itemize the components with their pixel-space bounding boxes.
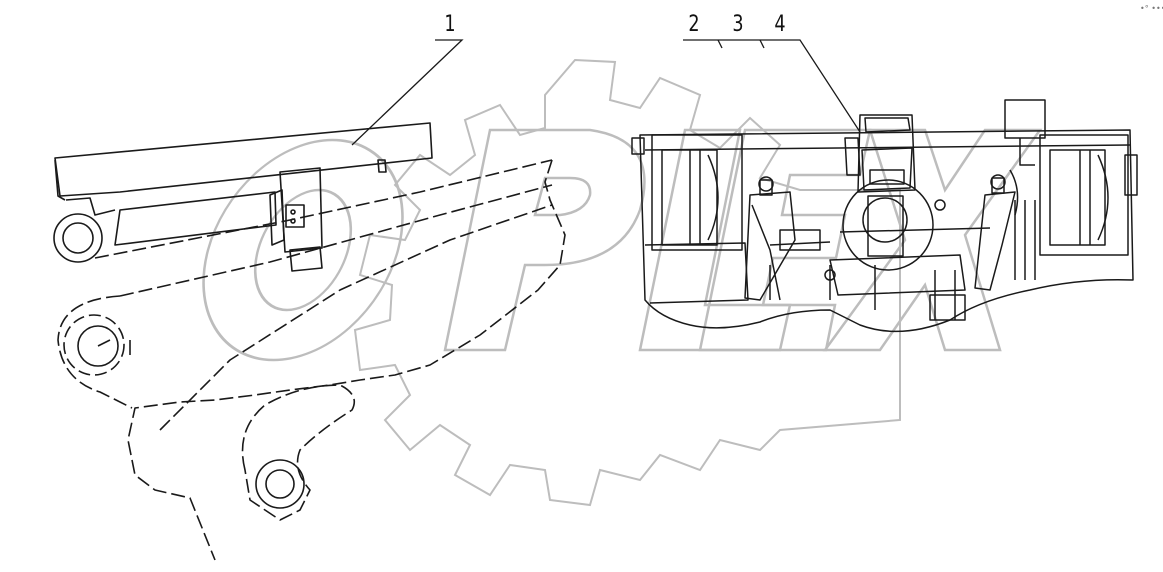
left-assembly [53,122,566,561]
central-bar [839,227,991,233]
cylinder-body [54,122,433,197]
lower-posts [769,265,956,320]
switch-top [864,117,911,133]
left-link [751,204,781,301]
cylinder-rod [114,191,277,246]
pivot-lower-inner [265,469,295,499]
leader-line-2-4 [683,39,861,133]
right-box [1004,99,1046,139]
right-bolt-detail [991,177,1005,194]
pivot-left-inner [77,325,119,367]
watermark-letter-o-inner [253,188,353,312]
lever-left-boss [57,295,133,409]
rod-eye-inner [62,222,94,254]
callout-4: 4 [774,12,786,37]
leader-tick-3 [759,39,765,49]
central-roller-body [867,195,904,257]
rod-eye-outer [53,213,103,263]
lever-top-line [94,159,553,259]
right-link [1009,169,1019,216]
callout-1: 1 [444,12,456,37]
pivot-left-outer [63,314,125,376]
callout-3: 3 [732,12,744,37]
left-lug [631,137,645,155]
watermark-letter-o-outer [202,138,404,362]
right-bolt [990,174,1006,190]
left-block [651,134,743,251]
corner-mark: •° ••• [1140,4,1163,13]
left-bolt-detail [759,179,773,196]
lever-diagonal [159,204,553,431]
left-plate [779,229,821,251]
valve-block [285,204,305,228]
right-posts [1014,200,1036,280]
frame-outline [639,129,1134,333]
callout-2: 2 [688,12,700,37]
central-roller-outer [842,179,934,271]
central-roller-inner [862,197,908,243]
right-box-stem [1019,138,1035,166]
watermark-letter-x [822,128,1043,352]
leader-lines [351,39,861,146]
right-lug [1124,154,1138,196]
central-roller-base [829,254,966,296]
cylinder-lug [377,159,387,173]
pivot-left-mark [97,339,131,355]
lever-upper-line [119,184,553,297]
central-bolt-1 [934,199,946,211]
lever-slot [241,384,356,521]
right-assembly [631,99,1138,333]
switch-window [869,169,905,185]
right-block-inner [1049,149,1106,246]
cylinder-end [54,159,66,201]
watermark-letters [202,128,1043,362]
rod-eye-fork [65,197,116,216]
leader-tick-2 [717,39,723,49]
switch-housing [857,114,916,193]
left-bolt [758,176,774,192]
right-pulley [1079,150,1109,245]
left-arm [744,191,796,301]
lever-outline [127,159,566,561]
watermark-logo [202,58,1043,507]
lower-block [929,294,966,321]
watermark-letter-p [443,128,646,352]
valve-lower [289,246,323,272]
valve-bracket-side [269,189,285,246]
valve-bolt-1 [290,209,296,215]
switch-mount [844,137,861,176]
right-block [1039,134,1129,256]
left-bar [769,241,831,246]
left-pulley [689,150,719,245]
pivot-lower-outer [255,459,305,509]
switch-face [861,147,913,191]
frame-top-line [644,144,1131,151]
leader-line-1 [351,39,464,146]
watermark-gear-outline [353,58,901,507]
right-arm [974,191,1016,291]
